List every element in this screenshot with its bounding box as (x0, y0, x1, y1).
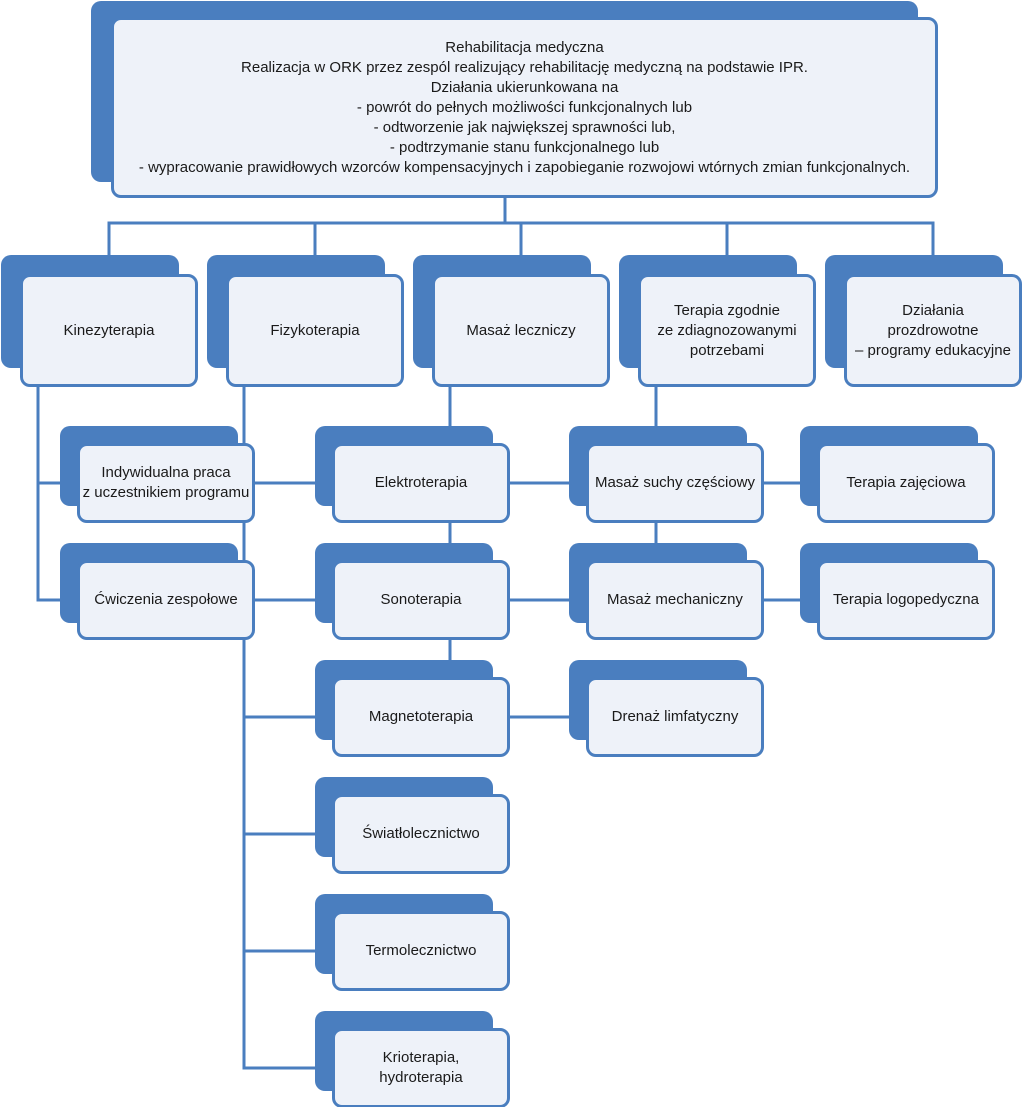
node-box: Ćwiczenia zespołowe (77, 560, 255, 640)
node-box: Masaż mechaniczny (586, 560, 764, 640)
node-label-line: Masaż leczniczy (466, 321, 576, 339)
node-label-line: - powrót do pełnych możliwości funkcjona… (356, 98, 693, 116)
category-node: Terapia zgodnie ze zdiagnozowanymi potrzeb… (619, 255, 816, 387)
subcategory-node: Krioterapia, hydroterapia (315, 1011, 510, 1107)
node-box: Terapia logopedyczna (817, 560, 995, 640)
subcategory-node: Elektroterapia (315, 426, 510, 523)
subcategory-node: Masaż mechaniczny (569, 543, 764, 640)
node-label-line: - wypracowanie prawidłowych wzorców komp… (138, 158, 911, 176)
node-label-line: Termolecznictwo (365, 942, 477, 959)
node-label-line: Ćwiczenia zespołowe (94, 591, 238, 608)
node-label-line: ze zdiagnozowanymi (657, 321, 797, 339)
category-node: Działania prozdrowotne – programy edukacyj… (825, 255, 1022, 387)
subcategory-node: Sonoterapia (315, 543, 510, 640)
node-box: Magnetoterapia (332, 677, 510, 757)
node-label-line: Działania ukierunkowana na (430, 78, 619, 96)
category-node: Kinezyterapia (1, 255, 198, 387)
node-box: Indywidualna praca z uczestnikiem program… (77, 443, 255, 523)
node-label-line: Światłolecznictwo (362, 825, 480, 842)
node-box: Sonoterapia (332, 560, 510, 640)
node-label-line: z uczestnikiem programu (82, 484, 250, 501)
node-label-line: – programy edukacyjne (855, 341, 1011, 359)
node-box: Terapia zgodnie ze zdiagnozowanymi potrzeb… (638, 274, 816, 387)
node-label-line: Terapia zajęciowa (846, 474, 966, 491)
node-label-line: Masaż mechaniczny (607, 591, 743, 608)
category-node: Masaż leczniczy (413, 255, 610, 387)
node-label-line: Magnetoterapia (368, 708, 474, 725)
subcategory-node: Termolecznictwo (315, 894, 510, 991)
node-label-line: Indywidualna praca (101, 464, 231, 481)
node-label-line: - odtworzenie jak największej sprawności… (373, 118, 676, 136)
subcategory-node: Masaż suchy częściowy (569, 426, 764, 523)
subcategory-node: Magnetoterapia (315, 660, 510, 757)
subcategory-node: Drenaż limfatyczny (569, 660, 764, 757)
subcategory-node: Terapia zajęciowa (800, 426, 995, 523)
node-box: Światłolecznictwo (332, 794, 510, 874)
subcategory-node: Indywidualna praca z uczestnikiem program… (60, 426, 255, 523)
node-label-line: - podtrzymanie stanu funkcjonalnego lub (389, 138, 660, 156)
node-label-line: Masaż suchy częściowy (594, 474, 756, 491)
subcategory-node: Ćwiczenia zespołowe (60, 543, 255, 640)
node-label-line: Terapia zgodnie (674, 301, 780, 319)
node-label-line: Elektroterapia (374, 474, 468, 491)
node-box: Masaż suchy częściowy (586, 443, 764, 523)
node-label-line: Działania (902, 301, 964, 319)
node-label-line: Realizacja w ORK przez zespól realizując… (241, 58, 808, 76)
subcategory-node: Terapia logopedyczna (800, 543, 995, 640)
node-label-line: Sonoterapia (380, 591, 462, 608)
node-label-line: Rehabilitacja medyczna (445, 38, 604, 56)
node-label-line: prozdrowotne (887, 321, 979, 339)
node-box: Krioterapia, hydroterapia (332, 1028, 510, 1107)
node-label-line: Krioterapia, (382, 1049, 460, 1066)
node-box: Termolecznictwo (332, 911, 510, 991)
node-label-line: potrzebami (689, 341, 765, 359)
node-label-line: Fizykoterapia (270, 321, 360, 339)
node-box: Fizykoterapia (226, 274, 404, 387)
node-label-line: hydroterapia (379, 1069, 463, 1086)
node-box: Działania prozdrowotne – programy edukacyj… (844, 274, 1022, 387)
category-node: Fizykoterapia (207, 255, 404, 387)
node-box: Masaż leczniczy (432, 274, 610, 387)
node-box: Terapia zajęciowa (817, 443, 995, 523)
node-box: Drenaż limfatyczny (586, 677, 764, 757)
subcategory-node: Światłolecznictwo (315, 777, 510, 874)
node-label-line: Kinezyterapia (63, 321, 155, 339)
node-label-line: Terapia logopedyczna (833, 591, 979, 608)
node-label-line: Drenaż limfatyczny (611, 708, 739, 725)
node-box: Kinezyterapia (20, 274, 198, 387)
node-box: Elektroterapia (332, 443, 510, 523)
